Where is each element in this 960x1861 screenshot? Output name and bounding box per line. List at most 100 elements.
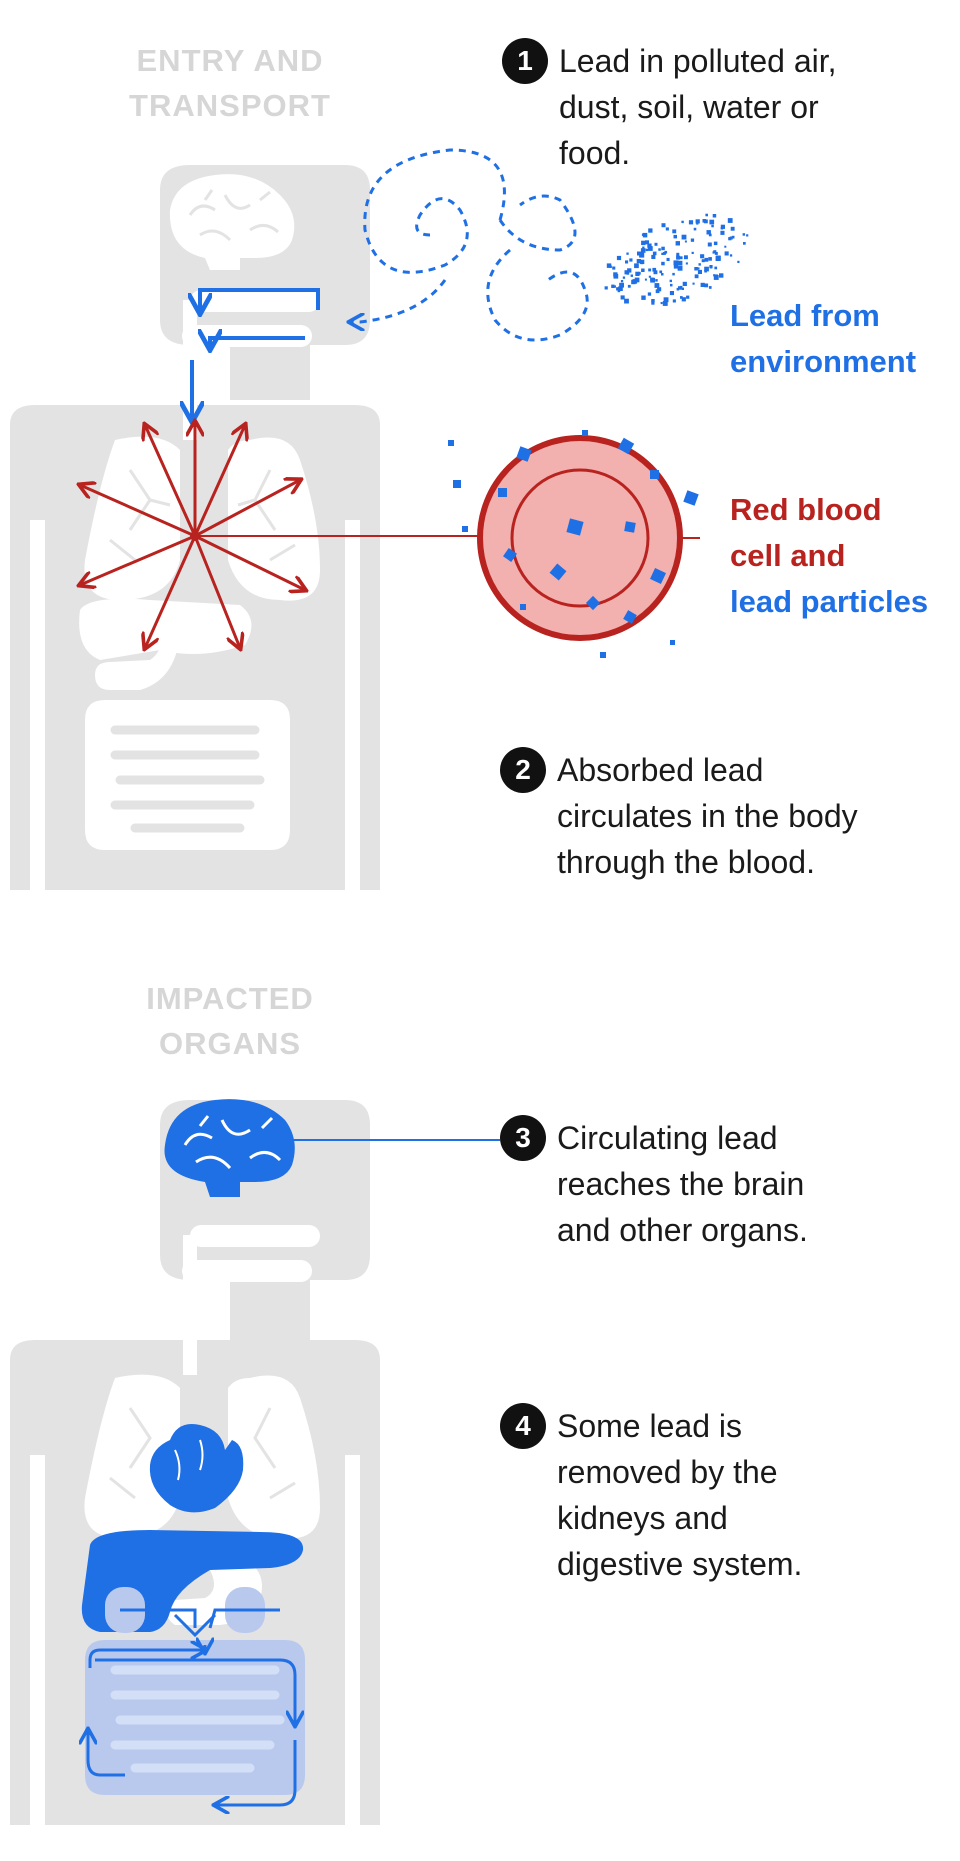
dust-particle — [606, 263, 612, 268]
circulation-arrows — [80, 422, 478, 648]
dust-particle — [694, 274, 699, 279]
dust-particle — [652, 267, 657, 272]
dust-particle — [650, 277, 655, 283]
section-title-line: ORGANS — [158, 1026, 302, 1061]
dust-particle — [661, 223, 666, 228]
dust-particle — [713, 241, 718, 246]
dust-particle — [641, 268, 645, 272]
step-text: Some lead is removed by the kidneys and … — [557, 1403, 802, 1587]
dust-particle — [648, 268, 652, 272]
dust-particle — [688, 220, 694, 225]
blood-cell-label: Red blood cell and lead particles — [730, 487, 928, 625]
dust-particle — [644, 278, 647, 281]
step-number-badge: 4 — [500, 1403, 546, 1449]
dust-particle — [641, 233, 645, 236]
dust-particle — [651, 301, 655, 305]
dust-particle — [673, 234, 677, 239]
dust-particle — [619, 287, 622, 290]
dust-particle — [697, 267, 700, 270]
blood-cell-label-line: cell and — [730, 538, 846, 573]
dust-particle — [665, 227, 669, 231]
dust-particle — [645, 248, 649, 252]
dust-particle — [713, 250, 717, 254]
air-swirl-icon — [350, 148, 589, 342]
step-text: Circulating lead reaches the brain and o… — [557, 1115, 808, 1253]
dust-particle — [666, 257, 670, 261]
dust-particle — [624, 298, 629, 304]
dust-particle — [714, 266, 718, 270]
step-line: through the blood. — [557, 844, 815, 880]
dust-particle — [704, 219, 708, 224]
circulation-center-dot — [190, 531, 200, 541]
excretion-arrows — [88, 1608, 295, 1805]
step-line: digestive system. — [557, 1546, 803, 1582]
dust-particle — [708, 286, 712, 289]
dust-particle — [634, 277, 640, 283]
dust-particle — [630, 274, 633, 277]
dust-particle — [629, 258, 633, 262]
dust-particle — [676, 252, 680, 256]
dust-particle — [694, 267, 698, 271]
dust-particle — [669, 291, 674, 296]
lead-particles-label: lead particles — [730, 584, 929, 619]
dust-particle — [679, 256, 683, 260]
dust-particle — [651, 299, 655, 303]
dust-particle — [704, 283, 709, 288]
dust-particle — [729, 236, 733, 240]
dust-particle — [713, 275, 719, 280]
brain-icon — [164, 1099, 295, 1197]
dust-particle — [640, 261, 644, 265]
dust-particle — [661, 261, 665, 266]
dust-particle — [684, 240, 687, 243]
dust-particle — [604, 286, 608, 290]
step-line: Some lead is — [557, 1408, 742, 1444]
environment-label: Lead from environment — [730, 293, 916, 385]
dust-particle — [707, 242, 712, 247]
dust-particle — [669, 279, 672, 283]
dust-particle — [691, 251, 694, 254]
dust-particle — [636, 259, 641, 264]
dust-particle — [661, 246, 665, 251]
dust-particle — [673, 264, 678, 269]
dust-particle — [704, 257, 709, 262]
dust-particle — [742, 233, 746, 236]
dust-particle — [670, 283, 673, 287]
dust-particle — [743, 242, 746, 245]
dust-particle — [642, 246, 645, 249]
dust-particle — [686, 295, 690, 299]
section-title-entry: ENTRY AND TRANSPORT — [100, 38, 360, 128]
heart-icon — [149, 1424, 244, 1513]
step-line: circulates in the body — [557, 798, 858, 834]
dust-particle — [681, 220, 684, 224]
dust-particle — [685, 262, 688, 265]
dust-particle — [730, 226, 735, 231]
dust-particle — [680, 296, 683, 299]
dust-particle — [648, 228, 653, 233]
step-number-badge: 1 — [502, 38, 548, 84]
dust-particle — [612, 266, 616, 270]
dust-particle — [681, 287, 684, 290]
dust-particle — [653, 270, 658, 275]
upper-body-silhouette — [10, 165, 380, 890]
dust-particle — [715, 255, 721, 261]
step-line: and other organs. — [557, 1212, 808, 1248]
dust-particle — [673, 260, 679, 266]
dust-particle — [661, 252, 664, 255]
environment-label-line: environment — [730, 344, 917, 379]
dust-particle — [706, 230, 711, 235]
intestines-icon — [85, 1640, 305, 1795]
step-number-badge: 2 — [500, 747, 546, 793]
dust-particle — [616, 287, 620, 291]
dust-particle — [655, 279, 658, 282]
dust-particle — [654, 242, 658, 246]
dust-particle — [640, 248, 646, 253]
step-line: removed by the — [557, 1454, 778, 1490]
dust-particle — [662, 301, 668, 306]
dust-particle — [705, 213, 708, 217]
step-line: dust, soil, water or — [559, 89, 819, 125]
dust-particle — [658, 248, 661, 251]
dust-particle — [746, 234, 749, 237]
dust-particle — [619, 282, 624, 288]
dust-particle — [648, 275, 651, 278]
